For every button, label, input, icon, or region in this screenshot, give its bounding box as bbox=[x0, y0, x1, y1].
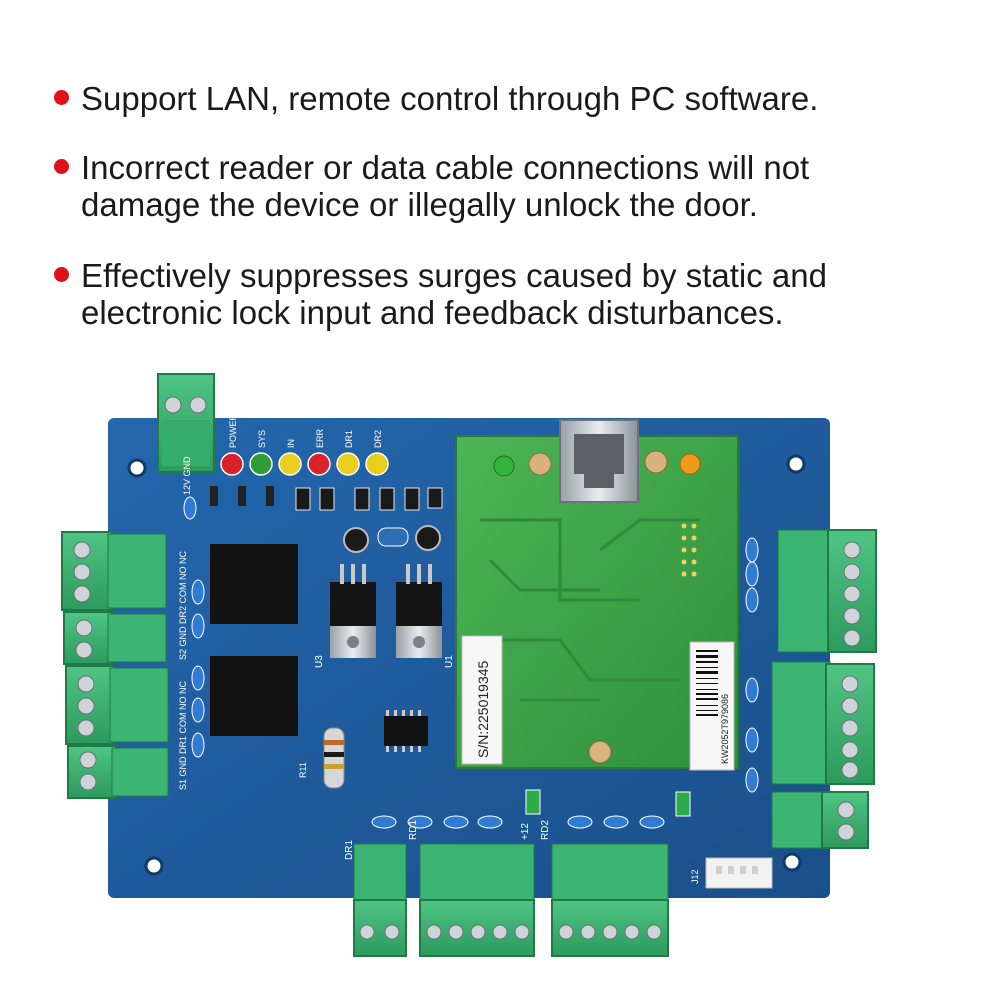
barcode-bar bbox=[696, 655, 718, 658]
capacitor bbox=[377, 527, 409, 547]
j12-connector bbox=[705, 857, 773, 889]
voltage-regulator bbox=[396, 564, 442, 658]
link-led bbox=[493, 455, 515, 477]
barcode-bar bbox=[696, 698, 718, 700]
mount-hole bbox=[786, 454, 806, 474]
status-led-dr1 bbox=[336, 452, 360, 476]
mount-hole bbox=[144, 856, 164, 876]
bottom-rd2-label: RD2 bbox=[540, 820, 551, 840]
bullet-dot-icon bbox=[54, 90, 69, 105]
status-led-err bbox=[307, 452, 331, 476]
power-resistor bbox=[323, 727, 345, 789]
power-terminal bbox=[157, 373, 215, 473]
feature-text: Support LAN, remote control through PC s… bbox=[81, 80, 819, 117]
barcode-label: KW2052T979086 bbox=[720, 694, 730, 764]
mount-hole bbox=[127, 458, 147, 478]
relay bbox=[210, 544, 298, 624]
ethernet-port-icon bbox=[559, 419, 639, 503]
status-leds: POWER SYS IN ERR DR1 DR2 bbox=[220, 413, 389, 476]
status-led-power bbox=[220, 452, 244, 476]
barcode-bar bbox=[696, 678, 718, 679]
left-terminal-block bbox=[61, 531, 169, 799]
resistor-row bbox=[210, 486, 443, 511]
fuse bbox=[525, 789, 541, 815]
feature-item: Effectively suppresses surges caused by … bbox=[54, 257, 954, 331]
barcode-sticker: KW2052T979086 bbox=[689, 641, 735, 771]
bottom-dr1-label: DR1 bbox=[344, 840, 355, 860]
j12-label: J12 bbox=[690, 869, 700, 884]
screw-icon bbox=[528, 452, 552, 476]
ceramic-capacitors bbox=[183, 496, 205, 758]
bullet-dot-icon bbox=[54, 267, 69, 282]
ceramic-capacitors bbox=[371, 815, 665, 829]
product-photo: 12V GND POWER SYS IN ERR DR1 DR2 bbox=[0, 360, 1001, 1001]
capacitor bbox=[343, 527, 369, 553]
screw-icon bbox=[644, 450, 668, 474]
status-led-label: DR1 bbox=[344, 430, 354, 448]
barcode-bar bbox=[696, 683, 718, 684]
act-led bbox=[679, 453, 701, 475]
capacitor bbox=[415, 525, 441, 551]
status-led-label: DR2 bbox=[373, 430, 383, 448]
barcode-bars bbox=[696, 650, 718, 716]
access-control-board: 12V GND POWER SYS IN ERR DR1 DR2 bbox=[61, 373, 877, 957]
barcode-bar bbox=[696, 714, 718, 716]
power-port-label: 12V GND bbox=[182, 456, 192, 495]
status-led-in bbox=[278, 452, 302, 476]
fuse bbox=[675, 791, 691, 817]
status-led-label: SYS bbox=[257, 430, 267, 448]
status-led-label: POWER bbox=[228, 413, 238, 448]
relay2-port-label: S2 GND DR2 COM NO NC bbox=[178, 550, 188, 660]
status-led-sys bbox=[249, 452, 273, 476]
barcode-bar bbox=[696, 705, 718, 706]
screw-icon bbox=[588, 740, 612, 764]
barcode-bar bbox=[696, 671, 718, 674]
barcode-bar bbox=[696, 667, 718, 668]
ic-chip bbox=[384, 716, 428, 746]
feature-item: Incorrect reader or data cable connectio… bbox=[54, 149, 954, 223]
feature-text: Effectively suppresses surges caused by … bbox=[81, 257, 827, 331]
voltage-regulator bbox=[330, 564, 376, 658]
feature-text: Incorrect reader or data cable connectio… bbox=[81, 149, 810, 223]
relay bbox=[210, 656, 298, 736]
serial-number-label: S/N:225019345 bbox=[475, 660, 491, 758]
bullet-dot-icon bbox=[54, 159, 69, 174]
v12-label: +12 bbox=[520, 823, 531, 840]
bottom-rd1-label: RD1 bbox=[408, 820, 419, 840]
barcode-bar bbox=[696, 693, 718, 695]
serial-sticker: S/N:225019345 bbox=[461, 635, 503, 765]
barcode-bar bbox=[696, 650, 718, 652]
mount-hole bbox=[782, 852, 802, 872]
barcode-bar bbox=[696, 689, 718, 690]
barcode-bar bbox=[696, 661, 718, 663]
chip-label-u3: U3 bbox=[314, 655, 325, 668]
relay1-port-label: S1 GND DR1 COM NO NC bbox=[178, 680, 188, 790]
resistor-label: R11 bbox=[298, 762, 308, 778]
ceramic-capacitors bbox=[745, 537, 759, 793]
bottom-terminal-block bbox=[353, 843, 669, 957]
ic-pins bbox=[386, 710, 421, 752]
status-led-label: IN bbox=[286, 439, 296, 448]
status-led-dr2 bbox=[365, 452, 389, 476]
chip-label-u1: U1 bbox=[444, 655, 455, 668]
right-terminal-block bbox=[771, 529, 877, 849]
status-led-label: ERR bbox=[315, 428, 325, 448]
barcode-bar bbox=[696, 710, 718, 711]
feature-item: Support LAN, remote control through PC s… bbox=[54, 80, 954, 117]
